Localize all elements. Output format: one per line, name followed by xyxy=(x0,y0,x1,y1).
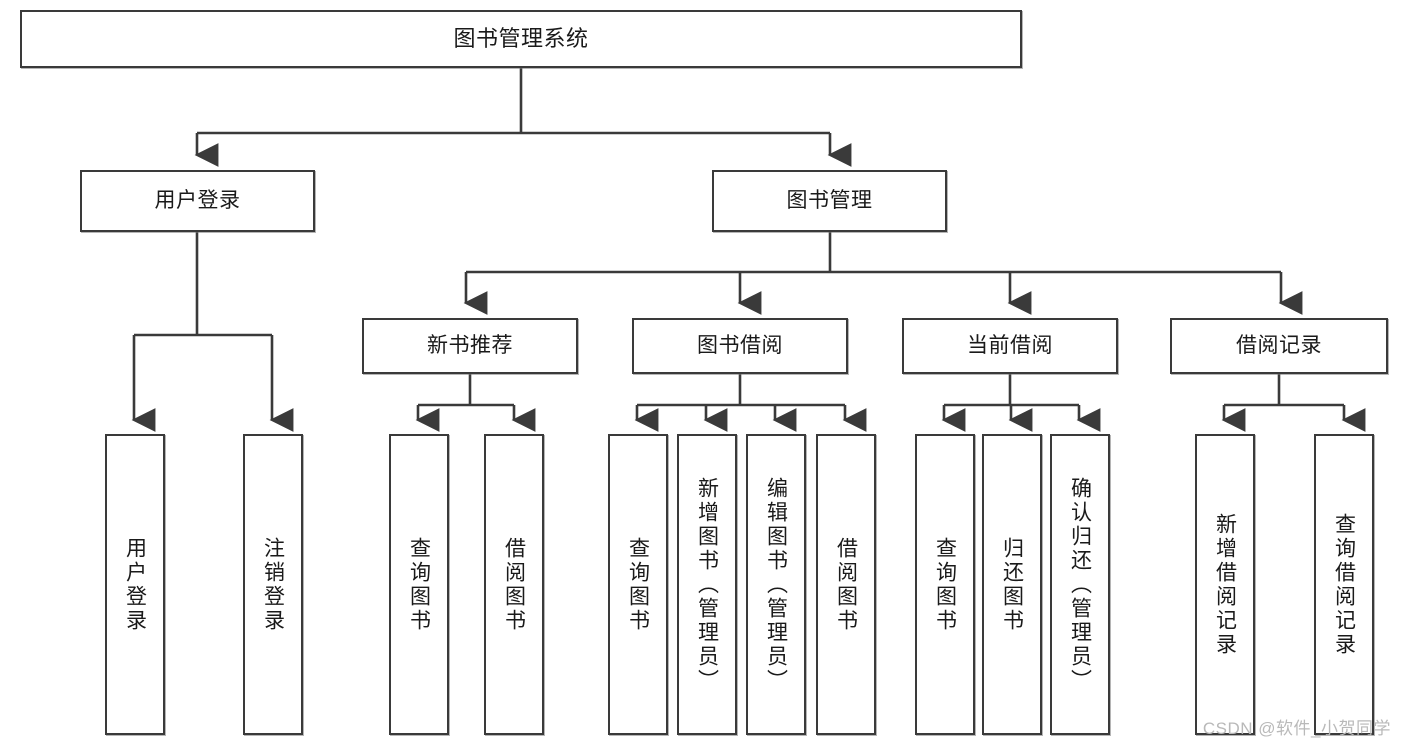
node-label: 用户登录 xyxy=(123,536,147,633)
leaf-query-book-borrow[interactable]: 查询图书 xyxy=(608,434,668,735)
node-label: 确认归还（管理员） xyxy=(1068,476,1092,693)
node-label: 查询图书 xyxy=(407,536,431,633)
node-label: 查询借阅记录 xyxy=(1332,512,1356,657)
leaf-add-book-admin[interactable]: 新增图书（管理员） xyxy=(677,434,737,735)
node-user-login[interactable]: 用户登录 xyxy=(80,170,315,232)
leaf-confirm-return-admin[interactable]: 确认归还（管理员） xyxy=(1050,434,1110,735)
node-label: 编辑图书（管理员） xyxy=(764,476,788,693)
node-book-management[interactable]: 图书管理 xyxy=(712,170,947,232)
leaf-add-borrow-record[interactable]: 新增借阅记录 xyxy=(1195,434,1255,735)
node-label: 图书管理 xyxy=(786,188,873,212)
node-label: 当前借阅 xyxy=(967,333,1053,357)
node-label: 图书借阅 xyxy=(697,333,783,357)
leaf-user-login[interactable]: 用户登录 xyxy=(105,434,165,735)
node-label: 借阅图书 xyxy=(834,536,858,633)
node-new-book-recommend[interactable]: 新书推荐 xyxy=(362,318,578,374)
node-borrow-record[interactable]: 借阅记录 xyxy=(1170,318,1388,374)
leaf-borrow-book[interactable]: 借阅图书 xyxy=(816,434,876,735)
leaf-borrow-book-recommend[interactable]: 借阅图书 xyxy=(484,434,544,735)
leaf-query-borrow-record[interactable]: 查询借阅记录 xyxy=(1314,434,1374,735)
leaf-return-book[interactable]: 归还图书 xyxy=(982,434,1042,735)
leaf-edit-book-admin[interactable]: 编辑图书（管理员） xyxy=(746,434,806,735)
node-label: 新增图书（管理员） xyxy=(695,476,719,693)
node-label: 借阅记录 xyxy=(1236,333,1322,357)
leaf-query-book-current[interactable]: 查询图书 xyxy=(915,434,975,735)
node-label: 归还图书 xyxy=(1000,536,1024,633)
node-label: 图书管理系统 xyxy=(453,26,589,52)
node-book-borrow[interactable]: 图书借阅 xyxy=(632,318,848,374)
node-label: 新书推荐 xyxy=(427,333,513,357)
node-label: 用户登录 xyxy=(154,188,241,212)
node-label: 查询图书 xyxy=(626,536,650,633)
node-label: 新增借阅记录 xyxy=(1213,512,1237,657)
leaf-logout[interactable]: 注销登录 xyxy=(243,434,303,735)
node-current-borrow[interactable]: 当前借阅 xyxy=(902,318,1118,374)
leaf-query-book-recommend[interactable]: 查询图书 xyxy=(389,434,449,735)
node-label: 查询图书 xyxy=(933,536,957,633)
node-label: 借阅图书 xyxy=(502,536,526,633)
watermark: CSDN @软件_小贺同学 xyxy=(1202,719,1391,738)
node-root-library-management-system[interactable]: 图书管理系统 xyxy=(20,10,1022,68)
node-label: 注销登录 xyxy=(261,536,285,633)
